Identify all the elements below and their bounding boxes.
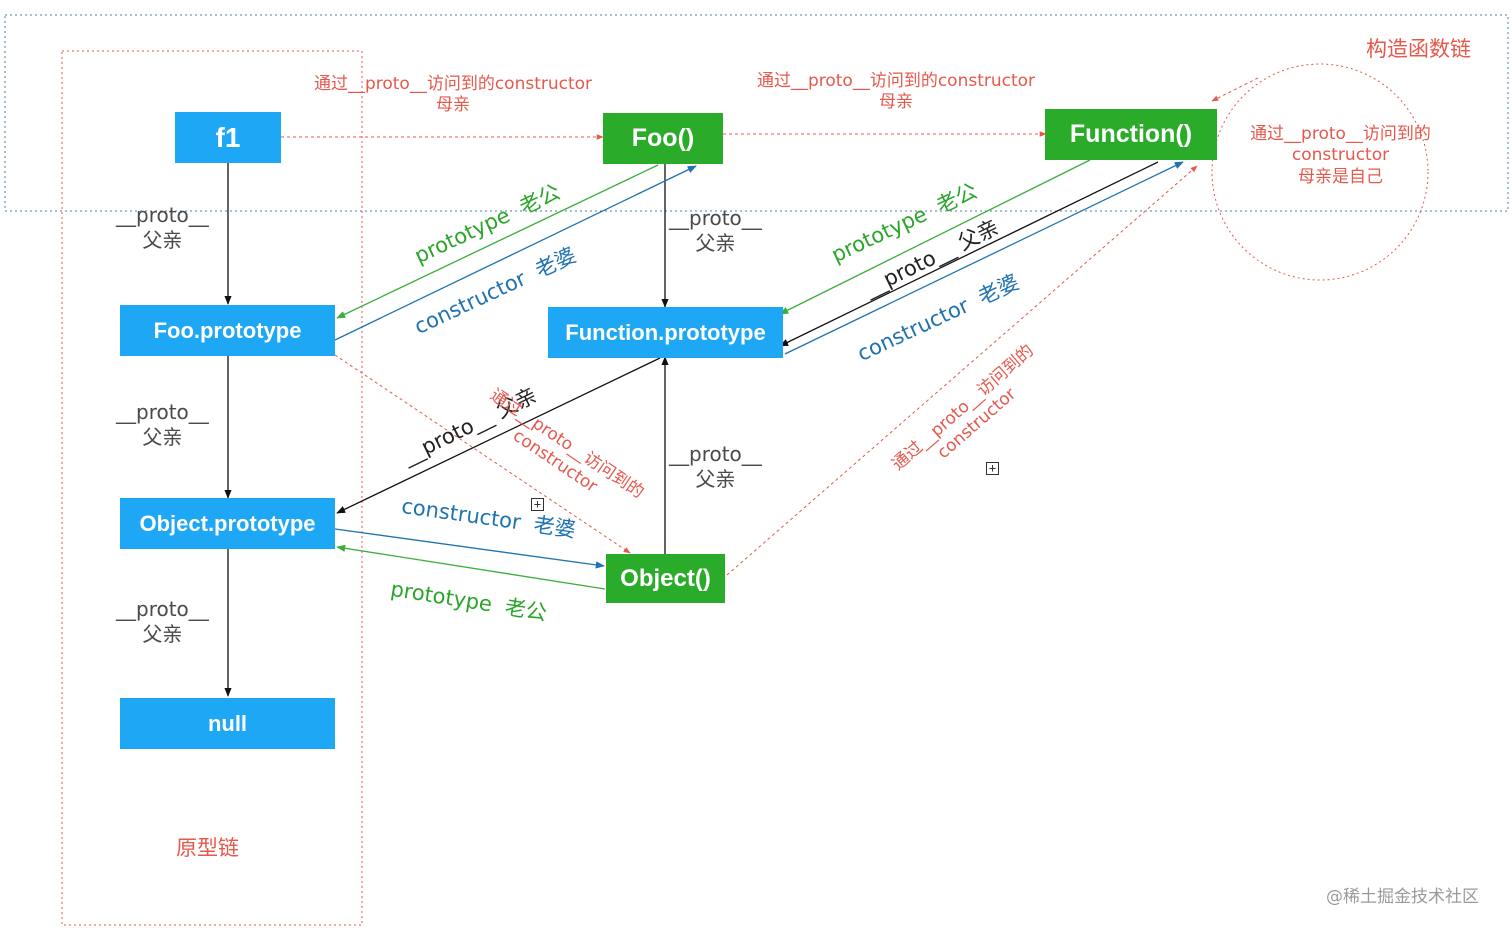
node-f1: f1 (175, 112, 281, 163)
objproto-constructor-arrow (334, 528, 605, 569)
proto-label-foo: __proto__父亲 (669, 206, 762, 256)
proto-label-object: __proto__父亲 (669, 442, 762, 492)
father-text: 父亲 (142, 622, 183, 646)
proto-label-fooproto: __proto__父亲 (116, 400, 209, 450)
proto-text: __proto__ (116, 597, 209, 621)
father-text: 父亲 (142, 425, 183, 449)
watermark: @稀土掘金技术社区 (1326, 887, 1479, 907)
funcproto-proto-arrow (336, 357, 661, 514)
proto-label-f1: __proto__父亲 (116, 203, 209, 253)
node-object-prototype: Object.prototype (120, 498, 335, 549)
node-foo-prototype: Foo.prototype (120, 305, 335, 356)
node-object: Object() (606, 554, 725, 603)
via-proto-text: 通过__proto__访问到的constructor (756, 71, 1036, 91)
husband-text: 老公 (503, 594, 549, 626)
constructor-chain-region (4, 14, 1509, 212)
node-foo: Foo() (603, 113, 723, 164)
expand-icon[interactable]: + (531, 498, 544, 511)
via-proto-text: 通过__proto__访问到的 (1250, 124, 1431, 144)
funcproto-constructor-arrow (784, 161, 1184, 355)
via-proto-text: 通过__proto__访问到的constructor (313, 74, 593, 94)
node-function-prototype: Function.prototype (548, 307, 783, 358)
node-function: Function() (1045, 109, 1217, 160)
prototype-chain-region (61, 50, 363, 926)
self-loop-arrow (1211, 77, 1259, 102)
fooproto-red-arrow (334, 354, 631, 554)
fooproto-constructor-arrow (334, 165, 697, 341)
expand-icon[interactable]: + (986, 462, 999, 475)
constructor-text: constructor (1291, 145, 1390, 166)
father-text: 父亲 (695, 467, 736, 491)
father-text: 父亲 (695, 231, 736, 255)
self-loop-circle (1211, 63, 1429, 281)
proto-text: __proto__ (669, 442, 762, 466)
object-prototype-arrow (336, 544, 606, 590)
foo-prototype-arrow (336, 164, 659, 319)
mother-is-self-text: 母亲是自己 (1298, 166, 1383, 187)
proto-text: __proto__ (116, 400, 209, 424)
proto-label-objproto: __proto__父亲 (116, 597, 209, 647)
object-red-arrow (726, 165, 1198, 576)
proto-text: __proto__ (669, 206, 762, 230)
proto-text: __proto__ (116, 203, 209, 227)
node-null: null (120, 698, 335, 749)
mother-text: 母亲 (436, 95, 470, 116)
function-proto-arrow (779, 161, 1159, 347)
constructor-chain-title: 构造函数链 (1366, 37, 1471, 61)
father-text: 父亲 (142, 228, 183, 252)
mother-text: 母亲 (879, 92, 913, 113)
function-prototype-arrow (779, 159, 1091, 315)
wife-text: 老婆 (532, 512, 578, 543)
prototype-chain-title: 原型链 (176, 836, 239, 860)
